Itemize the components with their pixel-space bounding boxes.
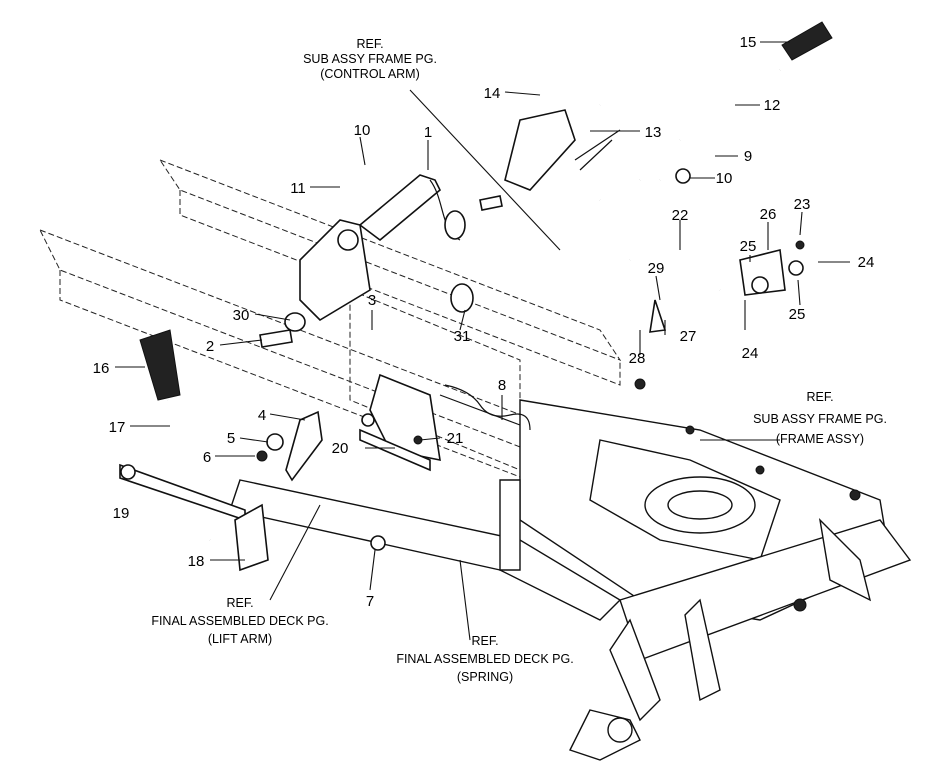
callout-22: 22 (672, 207, 689, 224)
reference-control-arm: REF. SUB ASSY FRAME PG. (CONTROL ARM) (303, 37, 437, 81)
callout-20: 20 (332, 440, 349, 457)
callout-16: 16 (93, 360, 110, 377)
reference-frame-assy: REF. SUB ASSY FRAME PG. (FRAME ASSY) (753, 390, 887, 446)
callout-29: 29 (648, 260, 665, 277)
callout-19: 19 (113, 505, 130, 522)
mounting-bracket (359, 373, 531, 472)
ref-label-line: REF. (226, 596, 253, 610)
ref-label-line: FINAL ASSEMBLED DECK PG. (396, 652, 573, 666)
ref-label-line: (FRAME ASSY) (776, 432, 864, 446)
callout-30: 30 (233, 307, 250, 324)
control-arm-bracket (259, 174, 503, 348)
callout-4: 4 (258, 407, 266, 424)
callout-14: 14 (484, 85, 501, 102)
callout-1: 1 (424, 124, 432, 141)
reference-spring: REF. FINAL ASSEMBLED DECK PG. (SPRING) (396, 634, 573, 684)
callout-24-lower: 24 (742, 345, 759, 362)
callout-2: 2 (206, 338, 214, 355)
callout-23: 23 (794, 196, 811, 213)
callout-17: 17 (109, 419, 126, 436)
callout-26: 26 (760, 206, 777, 223)
callout-21: 21 (447, 430, 464, 447)
callout-25-right: 25 (789, 306, 806, 323)
callout-6: 6 (203, 449, 211, 466)
callout-3: 3 (368, 292, 376, 309)
callout-18: 18 (188, 553, 205, 570)
callout-10-top: 10 (354, 122, 371, 139)
ref-label-line: REF. (356, 37, 383, 51)
callout-10-right: 10 (716, 170, 733, 187)
ref-label-line: SUB ASSY FRAME PG. (303, 52, 437, 66)
callout-27: 27 (680, 328, 697, 345)
callout-7: 7 (366, 593, 374, 610)
callout-13: 13 (645, 124, 662, 141)
reference-lift-arm: REF. FINAL ASSEMBLED DECK PG. (LIFT ARM) (151, 596, 328, 646)
main-frame-assembly (229, 378, 912, 761)
callout-15: 15 (740, 34, 757, 51)
callout-24-right: 24 (858, 254, 875, 271)
leader-lines (115, 41, 850, 641)
deck-lift-lever (119, 329, 269, 572)
callout-31: 31 (454, 328, 471, 345)
callout-28: 28 (629, 350, 646, 367)
callout-9: 9 (744, 148, 752, 165)
ref-label-line: FINAL ASSEMBLED DECK PG. (151, 614, 328, 628)
linkage-rod (629, 237, 805, 333)
lift-link (256, 410, 386, 551)
callout-5: 5 (227, 430, 235, 447)
ref-label-line: (CONTROL ARM) (320, 67, 420, 81)
callout-8: 8 (498, 377, 506, 394)
ref-label-line: SUB ASSY FRAME PG. (753, 412, 887, 426)
ref-label-line: REF. (471, 634, 498, 648)
ref-label-line: (SPRING) (457, 670, 513, 684)
ref-label-line: (LIFT ARM) (208, 632, 272, 646)
ref-label-line: REF. (806, 390, 833, 404)
callout-25-left: 25 (740, 238, 757, 255)
control-lever (504, 21, 833, 213)
callout-12: 12 (764, 97, 781, 114)
callout-numbers: 1 2 3 4 5 6 7 8 9 10 10 11 12 13 14 15 1… (93, 34, 875, 610)
callout-11: 11 (290, 180, 306, 197)
